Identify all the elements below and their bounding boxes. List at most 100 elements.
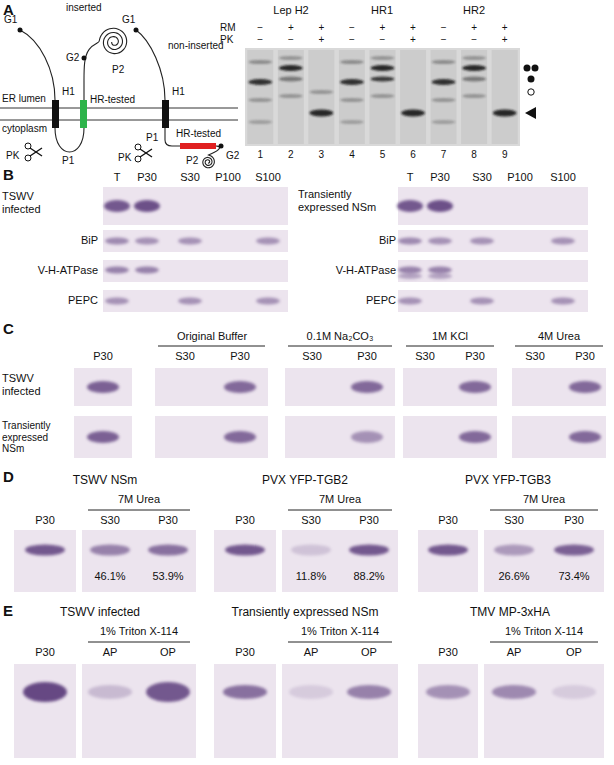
treatment-header: 4M Urea bbox=[538, 330, 580, 343]
gel-lane bbox=[247, 50, 273, 144]
protein-band bbox=[398, 273, 422, 279]
blot-membrane bbox=[103, 260, 288, 282]
western-blot bbox=[398, 230, 588, 252]
lane-number: 8 bbox=[471, 149, 477, 161]
protein-band bbox=[135, 238, 159, 245]
lane-sign: − bbox=[441, 22, 447, 34]
row-label: TSWV infected bbox=[2, 372, 70, 397]
blot-membrane bbox=[403, 368, 497, 406]
lane-sign: − bbox=[380, 34, 386, 46]
western-blot bbox=[155, 416, 268, 458]
protein-band bbox=[148, 545, 188, 556]
western-blot bbox=[82, 530, 196, 592]
fraction-label: P100 bbox=[507, 171, 533, 184]
western-blot bbox=[103, 290, 288, 312]
lane-sign: − bbox=[288, 34, 294, 46]
lane-sign: − bbox=[441, 34, 447, 46]
fraction-label: P30 bbox=[158, 514, 178, 527]
blot-membrane bbox=[418, 664, 478, 758]
double-glycosylated-marker bbox=[532, 65, 539, 72]
blot-membrane bbox=[74, 416, 132, 458]
figure-label: H1 bbox=[172, 86, 185, 98]
treatment-header: 1% Triton X-114 bbox=[301, 625, 379, 638]
fraction-label: P30 bbox=[359, 514, 379, 527]
figure-label: G1 bbox=[122, 14, 135, 26]
gel-lane bbox=[369, 50, 395, 144]
gel-band bbox=[370, 65, 394, 71]
gel-lane bbox=[308, 50, 334, 144]
fraction-label: S30 bbox=[504, 514, 524, 527]
western-blot bbox=[103, 230, 288, 252]
western-blot bbox=[14, 530, 76, 592]
polypeptide-line bbox=[20, 30, 55, 100]
protein-header: PVX YFP-TGB3 bbox=[465, 474, 551, 488]
gel-band bbox=[432, 120, 456, 124]
gel-band bbox=[279, 94, 303, 98]
treatment-header: 7M Urea bbox=[319, 493, 361, 506]
gel-band bbox=[462, 76, 486, 81]
protein-band bbox=[104, 200, 130, 212]
blot-membrane bbox=[214, 664, 276, 758]
gel-lane bbox=[339, 50, 365, 144]
figure-label: RM bbox=[220, 22, 236, 34]
fraction-label: P30 bbox=[93, 350, 113, 363]
western-blot bbox=[103, 260, 288, 282]
figure-label: P1 bbox=[62, 155, 74, 167]
figure-label: PK bbox=[118, 152, 131, 164]
western-blot bbox=[398, 260, 588, 282]
gel-background bbox=[245, 48, 520, 146]
figure-label: cytoplasm bbox=[2, 123, 47, 135]
fraction-label: OP bbox=[160, 646, 176, 659]
blot-membrane bbox=[103, 290, 288, 312]
gel-band bbox=[279, 65, 303, 71]
fraction-label: S100 bbox=[255, 171, 281, 184]
western-blot bbox=[403, 368, 497, 406]
blot-membrane bbox=[398, 290, 588, 312]
lane-sign: + bbox=[410, 22, 416, 34]
header-rule bbox=[288, 510, 392, 511]
figure-label: G2 bbox=[226, 150, 239, 162]
gel-band bbox=[248, 79, 272, 85]
fraction-label: OP bbox=[361, 646, 377, 659]
blot-membrane bbox=[418, 530, 478, 592]
percentage: 26.6% bbox=[498, 570, 529, 583]
gel-band bbox=[370, 56, 394, 60]
fraction-label: P30 bbox=[465, 350, 485, 363]
lane-number: 7 bbox=[441, 149, 447, 161]
gel-band bbox=[248, 60, 272, 64]
fraction-label: P30 bbox=[438, 514, 458, 527]
protein-band bbox=[178, 238, 202, 245]
protein-band bbox=[398, 238, 422, 245]
protein-band bbox=[105, 238, 129, 245]
lane-number: 4 bbox=[349, 149, 355, 161]
protein-band bbox=[88, 685, 132, 699]
protein-band bbox=[256, 238, 280, 245]
lane-group-header: HR1 bbox=[371, 4, 393, 17]
header-rule bbox=[88, 642, 190, 643]
gel-band bbox=[340, 60, 364, 64]
blot-membrane bbox=[403, 416, 497, 458]
tested-helix-noninserted bbox=[180, 143, 216, 149]
header-rule bbox=[515, 346, 603, 347]
gel-lane bbox=[492, 50, 518, 144]
lane-number: 5 bbox=[380, 149, 386, 161]
blot-membrane bbox=[82, 664, 196, 758]
helix-H1 bbox=[52, 100, 59, 128]
protein-band bbox=[87, 431, 119, 443]
lane-number: 1 bbox=[257, 149, 263, 161]
glycosylation-site bbox=[134, 28, 139, 33]
western-blot bbox=[484, 530, 604, 592]
protein-band bbox=[427, 200, 453, 212]
gel-lane bbox=[278, 50, 304, 144]
lane-number: 3 bbox=[319, 149, 325, 161]
blot-membrane bbox=[14, 664, 76, 758]
blot-membrane bbox=[398, 230, 588, 252]
fraction-label: P30 bbox=[235, 514, 255, 527]
figure-label: G2 bbox=[66, 52, 79, 64]
blot-membrane bbox=[285, 416, 395, 458]
percentage: 53.9% bbox=[152, 570, 183, 583]
protein-band bbox=[23, 682, 67, 702]
fraction-label: S30 bbox=[100, 514, 120, 527]
fraction-label: AP bbox=[304, 646, 319, 659]
treatment-header: 1M KCl bbox=[432, 330, 468, 343]
